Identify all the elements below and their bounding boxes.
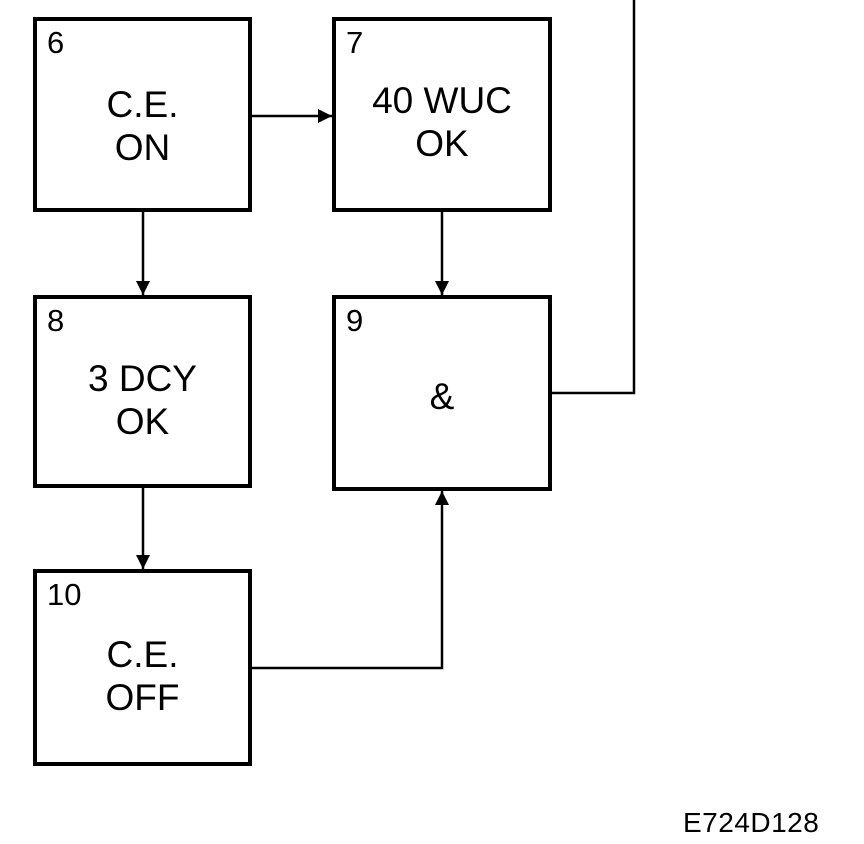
block-text: 3 DCY OK <box>37 357 248 443</box>
block-text-line1: & <box>429 376 455 417</box>
block-7-40-wuc-ok: 7 40 WUC OK <box>332 17 552 212</box>
figure-id: E724D128 <box>683 807 820 838</box>
block-number: 10 <box>47 577 82 612</box>
block-9-and-gate: 9 & <box>332 295 552 491</box>
block-text: C.E. OFF <box>37 633 248 719</box>
block-8-3-dcy-ok: 8 3 DCY OK <box>33 295 252 488</box>
block-text: C.E. ON <box>37 83 248 169</box>
block-text: & <box>336 375 548 418</box>
output-line-9 <box>552 0 636 395</box>
block-text-line2: OK <box>415 123 469 164</box>
block-number: 7 <box>346 25 364 60</box>
block-text-line1: 3 DCY <box>88 358 197 399</box>
block-text-line1: 40 WUC <box>372 80 512 121</box>
block-text-line2: OK <box>115 401 170 442</box>
block-number: 6 <box>47 25 65 60</box>
block-text: 40 WUC OK <box>336 79 548 165</box>
block-text-line2: OFF <box>105 677 180 718</box>
block-text-line2: ON <box>114 127 171 168</box>
block-10-ce-off: 10 C.E. OFF <box>33 569 252 766</box>
block-number: 8 <box>47 303 65 338</box>
block-6-ce-on: 6 C.E. ON <box>33 17 252 212</box>
block-number: 9 <box>346 303 364 338</box>
block-text-line1: C.E. <box>106 84 179 125</box>
arrow-10-to-9 <box>250 491 449 670</box>
block-text-line1: C.E. <box>106 634 179 675</box>
